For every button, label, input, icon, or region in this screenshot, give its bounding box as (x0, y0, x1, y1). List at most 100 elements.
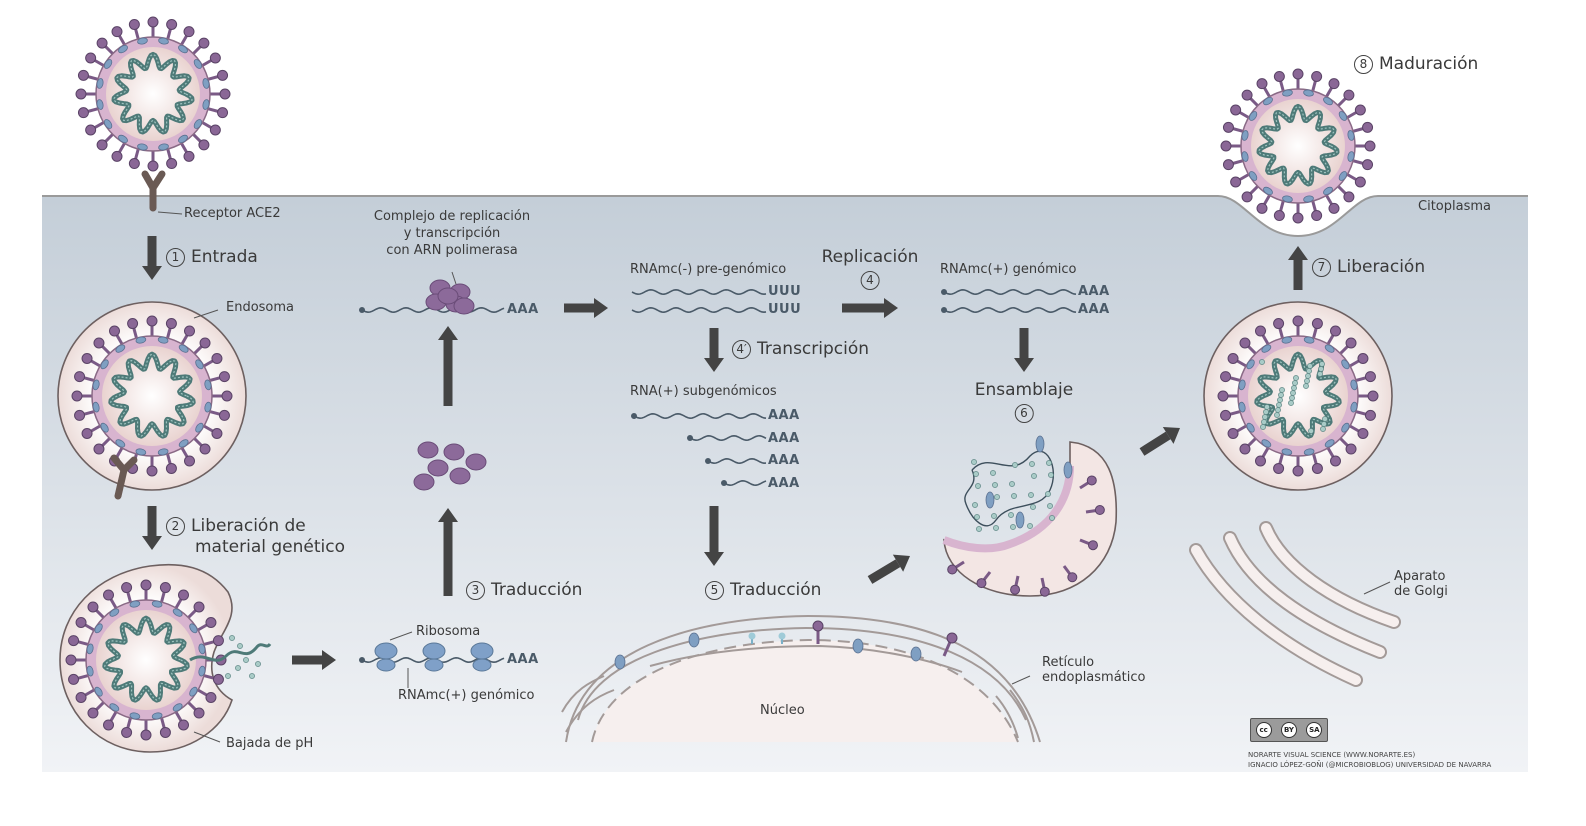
spike-protein (85, 52, 97, 64)
nucleoprotein (1011, 493, 1017, 499)
spike-protein (211, 428, 223, 439)
spike-protein (68, 673, 80, 685)
polyproteins (413, 441, 487, 491)
nucleoprotein (1045, 491, 1051, 497)
membrane-protein (100, 359, 109, 370)
ribosome-large-subunit (422, 642, 446, 660)
spike-protein (184, 455, 195, 467)
nucleoprotein (972, 502, 978, 508)
membrane-protein (1241, 151, 1249, 162)
membrane-protein (1035, 435, 1045, 453)
ribosomes (374, 642, 494, 672)
nucleoprotein (243, 657, 249, 663)
membrane-protein (92, 379, 100, 391)
spike-protein (81, 353, 93, 364)
spike-protein (140, 729, 152, 741)
rna-backbone (707, 457, 767, 464)
spike-protein (1227, 428, 1239, 439)
spike-protein (812, 620, 824, 632)
spike-protein (140, 579, 152, 591)
plus-genomic-rna-label: RNAmc(+) genómico (940, 262, 1077, 277)
spike-protein (128, 18, 140, 30)
arrow-head (1288, 246, 1308, 260)
spike-protein (1364, 140, 1376, 152)
spike-protein (75, 617, 87, 628)
spike-protein (1292, 465, 1304, 477)
golgi-label-line-1: Aparato (1394, 569, 1446, 584)
ribosome-large-subunit (374, 642, 398, 660)
cytoplasm-label: Citoplasma (1418, 199, 1491, 214)
membrane-protein (1241, 130, 1249, 141)
golgi-label-line-2: de Golgi (1394, 584, 1448, 599)
membrane-protein (1281, 336, 1293, 344)
nucleoprotein (1318, 366, 1324, 372)
spike-protein (1364, 371, 1376, 383)
membrane-protein (178, 344, 189, 353)
spike-protein (1273, 462, 1285, 474)
membrane-protein (189, 623, 198, 634)
spike-protein (1241, 191, 1253, 203)
step-4p-transcription: 4′Transcripción (732, 339, 869, 359)
spike-protein (1357, 428, 1369, 439)
membrane-protein (195, 359, 204, 370)
rna-strand (721, 480, 767, 486)
spike-protein (71, 390, 83, 402)
er-label-line-1: Retículo (1042, 655, 1095, 670)
membrane-protein (910, 646, 922, 662)
spike-protein (111, 150, 123, 162)
membrane-protein (1323, 96, 1333, 106)
nucleoprotein (1279, 387, 1285, 393)
spike-protein (976, 578, 987, 589)
spike-protein (1086, 475, 1097, 486)
poly-u-tail: UUU (768, 302, 802, 317)
membrane-protein (1303, 448, 1315, 456)
spike-protein (1227, 353, 1239, 364)
membrane-protein (688, 632, 700, 648)
spike-protein (103, 719, 114, 731)
membrane-protein (1338, 111, 1348, 121)
membrane-protein (118, 134, 128, 144)
process-arrow (1288, 246, 1308, 290)
spike-protein (166, 158, 178, 170)
complex-line-2: y transcripción (403, 226, 501, 241)
nucleoprotein (1008, 512, 1014, 518)
spike-protein (74, 371, 86, 383)
nucleoprotein (992, 482, 998, 488)
membrane-protein (198, 665, 206, 677)
nucleoprotein (1259, 359, 1265, 365)
spike-protein (199, 337, 211, 349)
spike-protein (947, 564, 958, 575)
spike-protein (193, 601, 205, 613)
spike-protein (1087, 540, 1098, 551)
spike-protein (1330, 325, 1341, 337)
membrane-protein (178, 439, 189, 448)
nucleoprotein (991, 513, 997, 519)
spike-protein (1311, 210, 1323, 222)
membrane-protein (193, 59, 203, 69)
rna-strands (359, 279, 1077, 672)
er-label-line-2: endoplasmático (1042, 670, 1146, 685)
polyprotein (417, 441, 439, 459)
spike-protein (77, 107, 89, 119)
nucleoprotein (1290, 390, 1296, 396)
spike-protein (147, 16, 159, 28)
arrow-shaft (867, 559, 901, 584)
nucleoprotein (1291, 385, 1297, 391)
ace2-receptor-top (141, 170, 166, 212)
arrow-head (142, 266, 162, 280)
spike-protein (93, 443, 105, 455)
process-arrow (142, 506, 162, 550)
spike-protein (1273, 210, 1285, 222)
membrane-protein (1263, 186, 1273, 196)
nucleoprotein (237, 643, 243, 649)
nucleoprotein (1047, 503, 1053, 509)
spike-protein (1343, 89, 1355, 101)
spike-protein (1222, 159, 1234, 171)
process-arrow (867, 554, 910, 584)
nucleoprotein (990, 470, 996, 476)
membrane-protein (1303, 195, 1314, 203)
spike-protein (77, 69, 89, 81)
